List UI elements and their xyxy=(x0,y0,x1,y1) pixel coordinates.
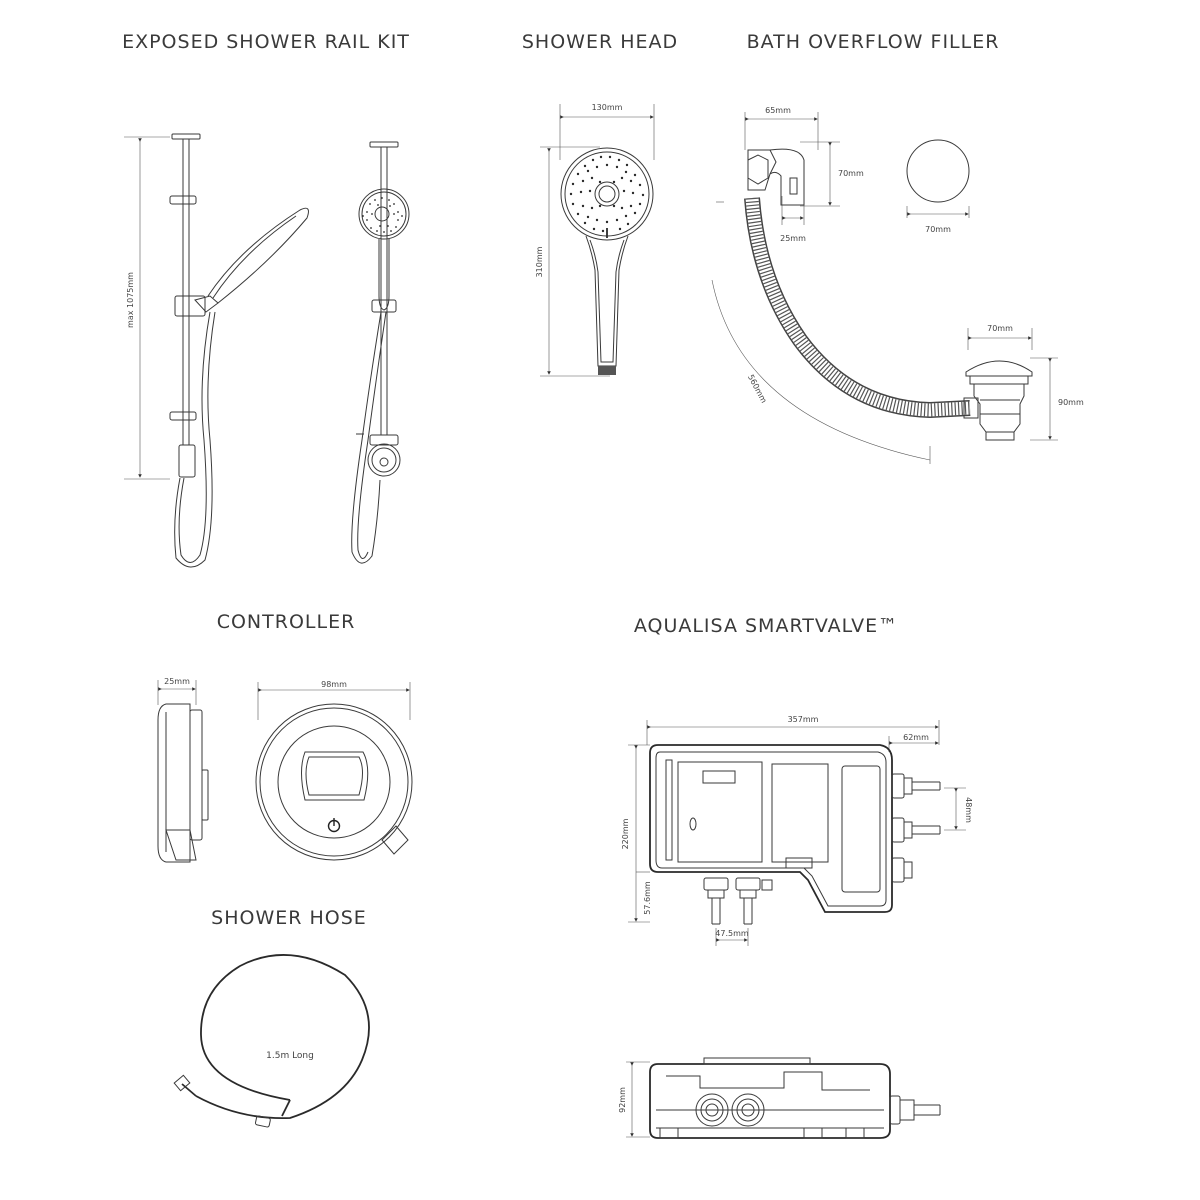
valve-spacing-dim: 48mm xyxy=(964,797,973,823)
valve-bottom-dim: 57.6mm xyxy=(643,881,652,915)
smartvalve-drawing: 357mm 62mm 220mm 57.6mm xyxy=(618,715,973,1139)
waste-height-dim: 90mm xyxy=(1058,398,1084,407)
overflow-height-dim: 70mm xyxy=(838,169,864,178)
controller-title: CONTROLLER xyxy=(217,611,356,633)
controller-drawing: 25mm 98mm xyxy=(157,677,413,863)
hose-length-label: 1.5m Long xyxy=(266,1051,314,1061)
smartvalve-title: AQUALISA SMARTVALVE™ xyxy=(634,615,898,637)
waste-width-dim: 70mm xyxy=(987,324,1013,333)
valve-outlet-spacing-dim: 47.5mm xyxy=(715,929,749,938)
rail-height-dim: max 1075mm xyxy=(126,272,135,328)
head-width-dim: 130mm xyxy=(592,103,623,112)
valve-width-dim: 357mm xyxy=(788,715,819,724)
controller-width-dim: 98mm xyxy=(321,680,347,689)
shower-head-drawing: 130mm 310mm xyxy=(535,103,655,377)
valve-right-dim: 62mm xyxy=(903,733,929,742)
shower-hose-title: SHOWER HOSE xyxy=(211,907,367,929)
valve-depth-dim: 92mm xyxy=(618,1087,627,1113)
head-height-dim: 310mm xyxy=(535,246,544,277)
overflow-depth-dim: 25mm xyxy=(780,234,806,243)
bath-overflow-drawing: 65mm 70mm 25mm 70mm 560mm xyxy=(711,106,1084,464)
shower-head-title: SHOWER HEAD xyxy=(522,31,678,53)
controller-depth-dim: 25mm xyxy=(164,677,190,686)
overflow-disc-dim: 70mm xyxy=(925,225,951,234)
overflow-width-dim: 65mm xyxy=(765,106,791,115)
bath-overflow-title: BATH OVERFLOW FILLER xyxy=(747,31,1000,53)
rail-kit-drawing: max 1075mm xyxy=(124,133,410,568)
shower-hose-drawing: 1.5m Long xyxy=(173,954,370,1128)
rail-kit-title: EXPOSED SHOWER RAIL KIT xyxy=(122,31,410,53)
head-nozzle-pattern xyxy=(569,155,645,233)
overflow-hose-length-dim: 560mm xyxy=(746,373,769,405)
valve-height-dim: 220mm xyxy=(621,818,630,849)
